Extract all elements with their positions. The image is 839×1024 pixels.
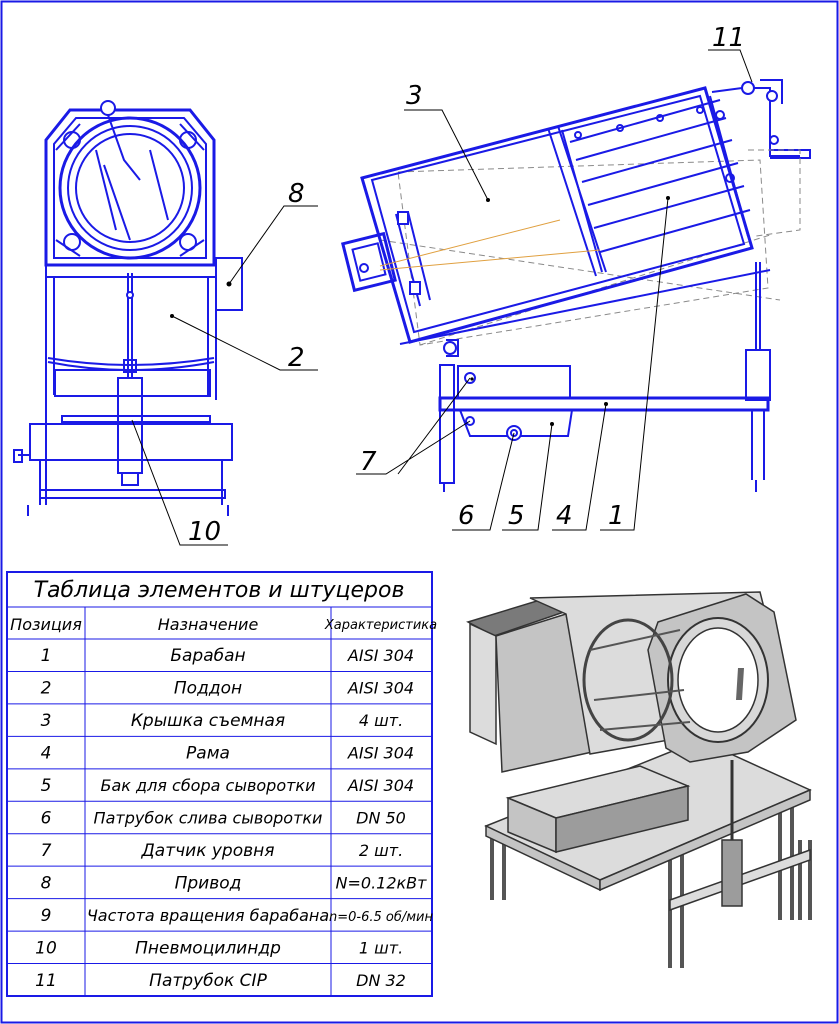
callout-5: 5: [502, 422, 554, 531]
table-row: 3 Крышка съемная 4 шт.: [41, 711, 404, 731]
drum-ring-front: [58, 116, 202, 260]
callout-6: 6: [452, 432, 515, 531]
callout-7-label: 7: [360, 447, 377, 477]
table-row: 2 Поддон AISI 304: [41, 679, 415, 699]
side-view: [340, 79, 811, 492]
row-characteristic: AISI 304: [347, 744, 414, 763]
row-characteristic: AISI 304: [347, 776, 414, 795]
table-row: 10 Пневмоцилиндр 1 шт.: [35, 938, 403, 958]
row-characteristic: 1 шт.: [359, 938, 403, 957]
callout-2-label: 2: [288, 343, 305, 373]
callout-4-label: 4: [556, 501, 573, 531]
callout-7: 7: [356, 377, 471, 477]
table-row: 1 Барабан AISI 304: [41, 646, 415, 666]
header-characteristic: Характеристика: [324, 618, 437, 633]
drive-end-cap: [340, 231, 398, 293]
callout-5-label: 5: [508, 501, 525, 531]
row-purpose: Патрубок слива сыворотки: [94, 809, 323, 828]
row-position: 5: [41, 776, 52, 796]
row-purpose: Частота вращения барабана: [87, 906, 329, 925]
callout-3-label: 3: [406, 81, 423, 111]
callout-4: 4: [552, 402, 608, 531]
drum-body-side: [360, 86, 754, 344]
row-purpose: Бак для сбора сыворотки: [100, 776, 315, 795]
callout-3: 3: [404, 81, 490, 202]
callout-11-label: 11: [712, 23, 745, 53]
callout-8: 8: [228, 179, 318, 285]
isometric-view: [466, 591, 812, 968]
pneumatic-cylinder-front: [117, 377, 143, 474]
row-characteristic: AISI 304: [347, 679, 414, 698]
table-row: 11 Патрубок CIP DN 32: [35, 971, 406, 991]
row-characteristic: DN 32: [356, 971, 406, 990]
row-characteristic: 4 шт.: [359, 711, 403, 730]
row-position: 9: [41, 906, 52, 926]
table-row: 5 Бак для сбора сыворотки AISI 304: [41, 776, 415, 796]
table-row: 4 Рама AISI 304: [41, 744, 415, 764]
table-row: 6 Патрубок слива сыворотки DN 50: [41, 809, 406, 829]
row-purpose: Патрубок CIP: [149, 971, 267, 991]
row-purpose: Поддон: [174, 679, 242, 699]
row-purpose: Привод: [175, 873, 242, 893]
callout-11: 11: [708, 23, 753, 83]
row-position: 1: [41, 646, 52, 666]
table-row: 8 Привод N=0.12кВт: [41, 873, 428, 893]
row-purpose: Рама: [186, 744, 230, 764]
row-position: 7: [41, 841, 52, 861]
pneumatic-cylinder-side: [745, 349, 771, 401]
row-purpose: Барабан: [170, 646, 245, 666]
header-position: Позиция: [10, 615, 82, 634]
row-characteristic: DN 50: [356, 809, 406, 828]
row-position: 8: [41, 873, 52, 893]
row-characteristic: n=0-6.5 об/мин: [329, 910, 434, 925]
callout-8-label: 8: [288, 179, 305, 209]
row-position: 10: [35, 938, 57, 958]
row-position: 6: [41, 809, 52, 829]
callout-10: 10: [131, 419, 228, 547]
elements-table: Таблица элементов и штуцеров Позиция Наз…: [6, 571, 437, 997]
row-characteristic: 2 шт.: [359, 841, 403, 860]
row-purpose: Пневмоцилиндр: [135, 938, 281, 958]
callout-1-label: 1: [608, 501, 625, 531]
whey-tank: [458, 409, 574, 437]
header-purpose: Назначение: [158, 615, 259, 634]
table-title: Таблица элементов и штуцеров: [34, 578, 405, 603]
row-position: 2: [41, 679, 52, 699]
callout-1: 1: [600, 196, 670, 531]
row-characteristic: AISI 304: [347, 646, 414, 665]
row-position: 11: [35, 971, 57, 991]
row-position: 3: [41, 711, 52, 731]
drive-box: [215, 257, 243, 311]
callout-2: 2: [170, 314, 318, 373]
front-view: [13, 100, 243, 516]
callout-6-label: 6: [458, 501, 475, 531]
callout-10-label: 10: [188, 517, 221, 547]
row-purpose: Крышка съемная: [131, 711, 285, 731]
row-characteristic: N=0.12кВт: [336, 873, 428, 892]
row-position: 4: [41, 744, 52, 764]
row-purpose: Датчик уровня: [141, 841, 275, 861]
table-row: 7 Датчик уровня 2 шт.: [41, 841, 404, 861]
